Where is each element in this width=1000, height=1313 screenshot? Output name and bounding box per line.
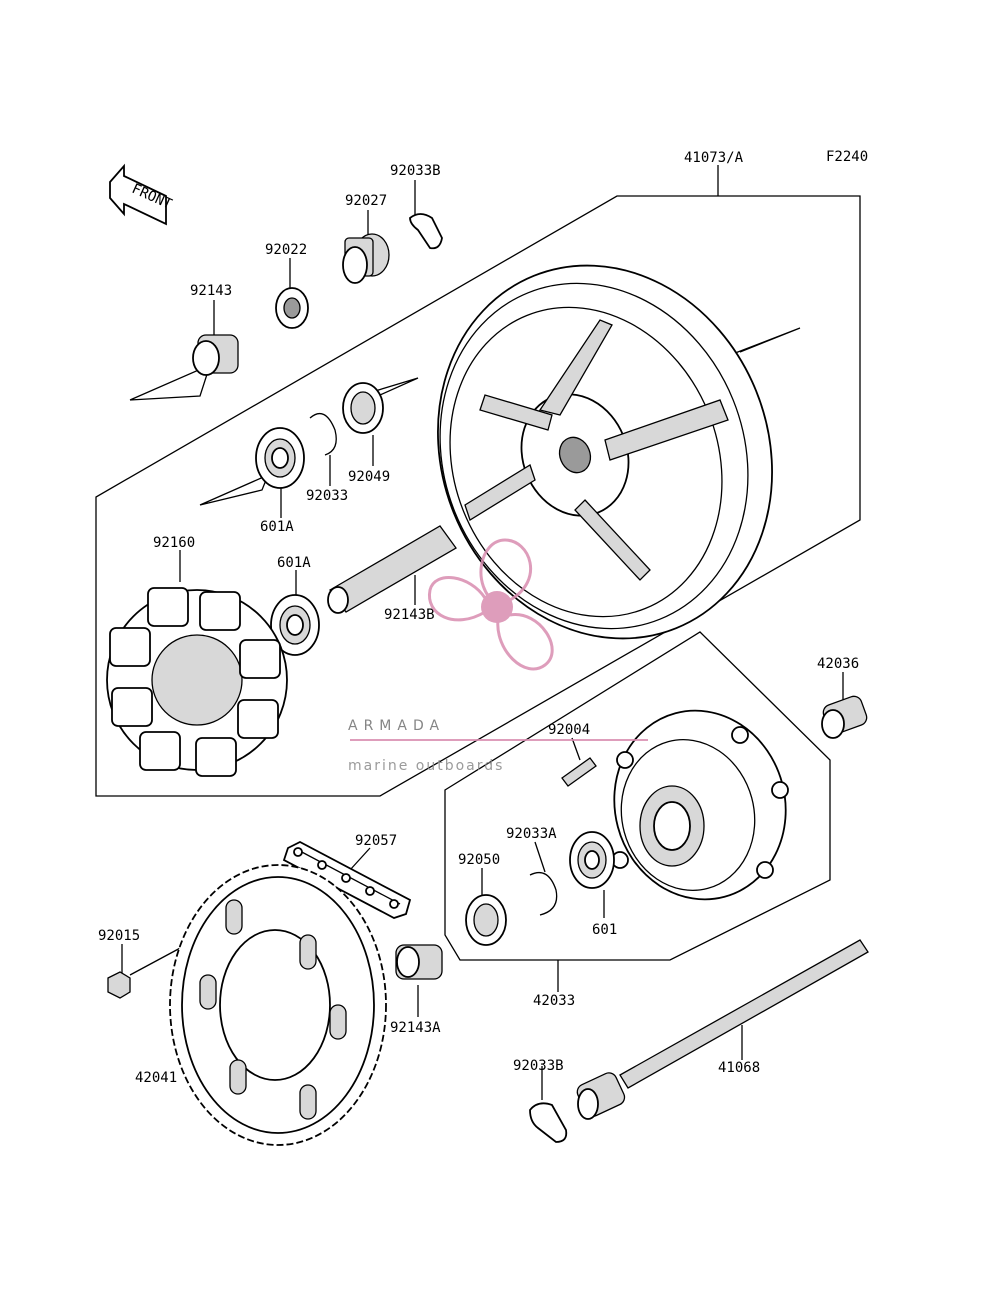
retaining-ring-92033b-bottom xyxy=(529,1102,568,1143)
part-label-92143a: 92143A xyxy=(390,1020,441,1036)
sprocket-hub-42033 xyxy=(611,709,789,901)
bearing-601a-mid xyxy=(270,594,320,656)
part-label-92033: 92033 xyxy=(306,488,348,504)
oil-seal-92049 xyxy=(342,382,384,434)
seal-92022 xyxy=(275,287,309,329)
spacer-tube-92143b xyxy=(327,525,457,614)
propeller-logo-icon xyxy=(428,538,554,671)
front-arrow-icon: FRONT xyxy=(109,163,175,226)
retaining-ring-92033b-top xyxy=(409,213,443,250)
rear-sprocket-42041 xyxy=(169,864,387,1146)
ball-bearing-601a-top xyxy=(255,427,305,489)
nut-92015 xyxy=(107,971,131,999)
part-label-42033: 42033 xyxy=(533,993,575,1009)
part-label-601: 601 xyxy=(592,922,617,938)
collar-42036 xyxy=(821,695,868,739)
part-label-92050: 92050 xyxy=(458,852,500,868)
part-label-41068: 41068 xyxy=(718,1060,760,1076)
part-label-92143b: 92143B xyxy=(384,607,435,623)
part-label-92027: 92027 xyxy=(345,193,387,209)
part-label-92160: 92160 xyxy=(153,535,195,551)
part-label-92049: 92049 xyxy=(348,469,390,485)
part-label-92033b-top: 92033B xyxy=(390,163,441,179)
bearing-601 xyxy=(569,831,615,889)
collar-92143a xyxy=(395,944,443,980)
hub-assembly-frame xyxy=(444,631,831,961)
part-label-601a-top: 601A xyxy=(260,519,294,535)
part-label-92022: 92022 xyxy=(265,242,307,258)
watermark-tagline: marine outboards xyxy=(348,758,504,774)
part-label-41073a: 41073/A xyxy=(684,150,744,166)
part-label-92015: 92015 xyxy=(98,928,140,944)
part-label-92033b-bottom: 92033B xyxy=(513,1058,564,1074)
armada-watermark: ARMADA marine outboards xyxy=(348,538,648,774)
stud-92004 xyxy=(561,757,597,787)
part-label-92033a: 92033A xyxy=(506,826,557,842)
circlip-92033a xyxy=(529,871,558,916)
part-label-92143: 92143 xyxy=(190,283,232,299)
part-label-601a-mid: 601A xyxy=(277,555,311,571)
oil-seal-92050 xyxy=(465,894,507,946)
axle-41068 xyxy=(576,939,869,1120)
part-label-92004: 92004 xyxy=(548,722,590,738)
watermark-brand: ARMADA xyxy=(348,718,445,734)
wheel-damper-92160 xyxy=(106,587,288,777)
figure-code: F2240 xyxy=(826,149,868,165)
part-label-92057: 92057 xyxy=(355,833,397,849)
circlip-92033 xyxy=(309,412,337,456)
chain-92057 xyxy=(282,840,412,919)
wheel-assembly-frame xyxy=(95,195,861,797)
part-label-42036: 42036 xyxy=(817,656,859,672)
collar-92027 xyxy=(342,233,390,284)
part-label-42041: 42041 xyxy=(135,1070,177,1086)
collar-92143 xyxy=(192,334,239,376)
